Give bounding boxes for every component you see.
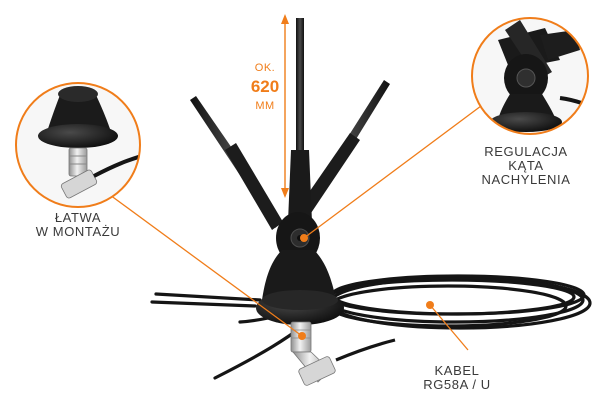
length-prefix: OK. [254, 62, 276, 74]
cable-label-line-1: KABEL [434, 363, 480, 378]
length-label: OK. 620 MM [243, 62, 287, 112]
mount-label-line-1: ŁATWA [54, 210, 102, 225]
cable-label-line-2: RG58A / U [423, 377, 491, 393]
tilt-label-line-3: NACHYLENIA [481, 172, 571, 188]
length-value: 620 [250, 77, 280, 96]
cable-label: KABEL RG58A / U [407, 363, 507, 393]
magnetic-base [256, 250, 344, 325]
antenna-rods [190, 18, 390, 230]
height-dimension-arrow [281, 14, 289, 198]
mount-label-line-2: W MONTAŻU [35, 224, 121, 240]
coax-cable [150, 274, 592, 380]
tilt-detail-circle [471, 17, 589, 135]
length-unit: MM [255, 100, 275, 112]
tilt-label: REGULACJA KĄTA NACHYLENIA [466, 144, 586, 188]
callout-dots [298, 234, 434, 340]
mount-detail-circle [15, 82, 141, 208]
tilt-label-line-2: KĄTA [508, 158, 544, 174]
coax-connector [290, 321, 396, 386]
tilt-label-line-1: REGULACJA [484, 144, 568, 159]
mount-label: ŁATWA W MONTAŻU [18, 210, 138, 240]
callout-leaders [109, 102, 486, 351]
